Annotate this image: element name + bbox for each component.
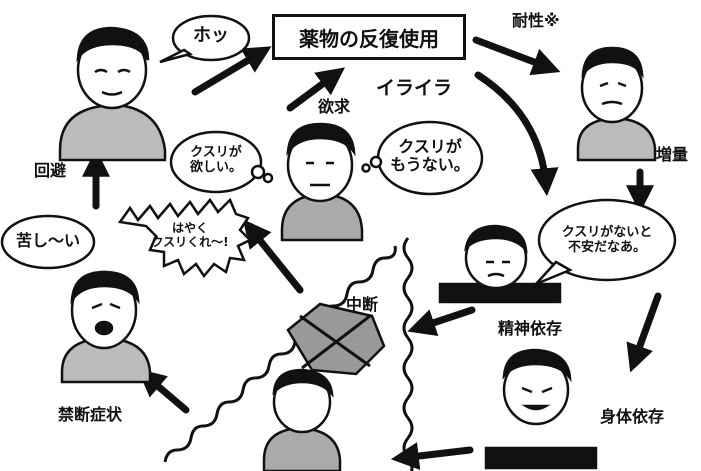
- label-tolerance: 耐性※: [512, 11, 560, 30]
- wavy-line-diagonal: [163, 245, 397, 463]
- arrow-physical-to-interruption: [390, 442, 474, 470]
- wavy-line-right: [402, 237, 414, 471]
- bubble-relief: [171, 14, 251, 62]
- arrow-use-to-tolerance: [472, 36, 561, 76]
- wavy-barrier: [163, 237, 414, 471]
- arrow-relief-to-use: [191, 46, 272, 96]
- bubble-hurry: [117, 197, 253, 279]
- bubble-gone-text: クスリが もうない。: [390, 137, 470, 175]
- bubble-gone-dot1: [369, 155, 383, 169]
- label-mental-dependence: 精神依存: [498, 319, 563, 338]
- arrow-interruption-to-withdrawal: [137, 368, 190, 414]
- bubble-relief-tail: [159, 48, 193, 64]
- arrow-craving-to-use: [286, 67, 346, 112]
- bubble-want-text: クスリが 欲しい。: [189, 145, 242, 175]
- speech-bubbles: [0, 14, 677, 286]
- bubble-relief-text: ホッ: [193, 25, 229, 46]
- figure-bottom: [262, 368, 342, 471]
- bubble-painful: [0, 214, 96, 270]
- figure-mental: [438, 224, 562, 304]
- figures: [58, 26, 657, 471]
- label-physical-dependence: 身体依存: [600, 407, 665, 426]
- drug-crossed-out: [286, 302, 386, 376]
- bubble-want-dot1: [250, 164, 266, 180]
- figure-craving: [280, 122, 364, 242]
- label-withdrawal: 禁断症状: [58, 405, 123, 424]
- bubble-painful-text: 苦し〜い: [15, 231, 80, 250]
- arrow-interruption-to-craving: [242, 219, 304, 294]
- repeated-drug-use-box: 薬物の反復使用: [272, 14, 466, 60]
- bubble-anxious-text: クスリがないと 不安だなあ。: [561, 225, 653, 255]
- bubble-anxious: [537, 198, 677, 282]
- figure-tolerance: [576, 46, 657, 162]
- label-increase: 増量: [656, 145, 689, 164]
- figure-withdrawal: [60, 270, 152, 384]
- arrow-to-physical: [626, 292, 662, 373]
- label-interruption: 中断: [346, 295, 379, 314]
- bubble-want: [169, 130, 263, 194]
- label-craving: 欲求: [318, 97, 351, 116]
- bubble-want-dot2: [262, 172, 274, 184]
- figure-relieved: [58, 26, 167, 162]
- title-text: 薬物の反復使用: [299, 26, 439, 51]
- label-irritation: イライラ: [376, 77, 453, 99]
- arrow-use-to-anxiety: [474, 71, 559, 197]
- bubble-anxious-tail: [535, 260, 573, 286]
- label-avoidance: 回避: [34, 161, 67, 180]
- arrow-mental-to-interruption: [407, 306, 476, 336]
- cycle-arrows: [82, 36, 662, 470]
- figure-physical: [484, 348, 598, 470]
- bubble-gone-dot2: [361, 163, 371, 173]
- bubble-hurry-text: はやく クスリくれ〜!: [151, 221, 229, 249]
